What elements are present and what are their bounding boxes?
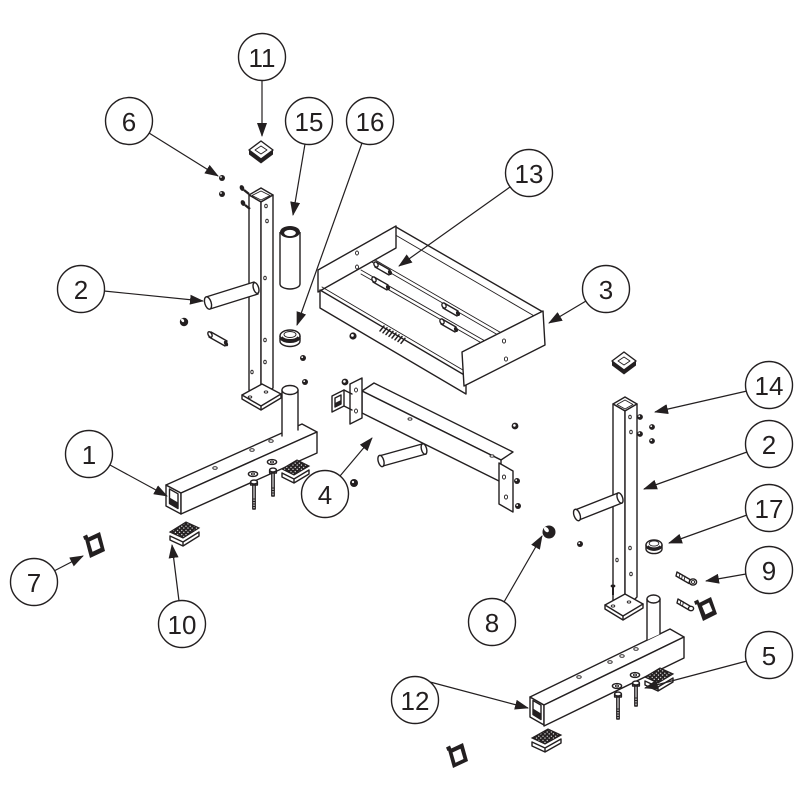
callout-circle-9	[744, 545, 794, 595]
callout-leader-12	[429, 681, 529, 710]
callout-number-3: 3	[599, 275, 613, 305]
callout-circle-1	[64, 429, 114, 479]
callout-leader-15	[290, 143, 306, 216]
callout-circle-13	[504, 148, 554, 198]
callout-circle-16	[345, 96, 395, 146]
pad-left-base	[280, 459, 311, 484]
callout-number-11: 11	[249, 43, 276, 73]
bolt	[631, 680, 641, 707]
callout-circle-4	[300, 469, 350, 519]
callout-circle-15	[284, 96, 334, 146]
callout-circle-8	[467, 597, 517, 647]
callout-leader-8	[503, 535, 543, 603]
callout-circle-14	[744, 360, 794, 410]
callout-number-5: 5	[762, 641, 776, 671]
part-2-handle-left	[179, 281, 260, 347]
part-8-ball-knob	[542, 525, 583, 547]
callout-circle-6	[104, 96, 154, 146]
callout-leader-1	[109, 464, 168, 497]
callout-leader-4	[339, 437, 373, 477]
callout-circle-11	[237, 32, 287, 82]
callout-circle-7	[9, 557, 59, 607]
callout-circle-12	[390, 675, 440, 725]
callout-number-14: 14	[755, 371, 784, 401]
upright-right	[604, 396, 644, 621]
callout-circle-2	[56, 264, 106, 314]
part-2-handle-right	[572, 492, 624, 522]
part-11-square-cap	[248, 140, 274, 164]
callout-circle-3	[581, 264, 631, 314]
tray-pins	[371, 261, 461, 333]
callout-leader-10	[168, 544, 180, 602]
part-7-bracket	[83, 532, 105, 558]
bolt	[613, 691, 623, 720]
hardware-nuts-left	[300, 332, 358, 487]
part-6-screws	[219, 175, 251, 210]
part-17-round-cap	[645, 539, 663, 555]
callout-number-2: 2	[74, 275, 88, 305]
callout-leader-6	[148, 132, 219, 177]
callout-leader-3	[548, 300, 587, 324]
callout-leader-16	[296, 142, 363, 326]
callout-number-10: 10	[168, 610, 197, 640]
pad-right-base	[530, 728, 563, 753]
callout-number-2: 2	[762, 430, 776, 460]
callout-leader-17	[668, 514, 748, 544]
part-1-base-left	[165, 384, 318, 515]
callout-number-13: 13	[515, 159, 544, 189]
callout-number-7: 7	[27, 568, 41, 598]
part-15-sleeve	[279, 226, 301, 290]
callout-number-4: 4	[318, 480, 332, 510]
part-9-bolt	[675, 571, 698, 586]
callout-leader-7	[53, 555, 84, 572]
upright-left	[241, 187, 282, 411]
part-4-crossbar	[331, 377, 521, 513]
callout-leader-9	[705, 573, 747, 584]
part-10-pad	[168, 521, 201, 547]
callout-number-9: 9	[762, 556, 776, 586]
callout-number-12: 12	[401, 686, 430, 716]
part-16-round-cap	[279, 329, 301, 348]
callout-circle-10	[157, 599, 207, 649]
callout-number-8: 8	[485, 608, 499, 638]
callout-leader-5	[644, 660, 748, 690]
callout-circle-5	[744, 630, 794, 680]
part-12-base-right	[529, 594, 685, 727]
bolt	[268, 467, 278, 497]
part-square-cap-right	[611, 351, 637, 375]
bolt-and-bracket-right	[676, 597, 717, 621]
bolt	[249, 479, 259, 510]
callout-circle-2	[744, 419, 794, 469]
callout-number-1: 1	[82, 440, 96, 470]
callout-number-15: 15	[295, 107, 324, 137]
callout-leader-2	[103, 290, 204, 305]
callout-leader-13	[398, 186, 511, 267]
callout-leader-14	[654, 390, 748, 414]
callout-number-16: 16	[356, 107, 385, 137]
callout-leader-2	[643, 451, 748, 490]
callout-number-6: 6	[122, 107, 136, 137]
bracket-bottom-center	[446, 743, 468, 768]
callout-circle-17	[744, 483, 794, 533]
part-14-screws	[637, 414, 655, 444]
part-plate-tray	[317, 225, 546, 395]
callout-number-17: 17	[755, 494, 784, 524]
